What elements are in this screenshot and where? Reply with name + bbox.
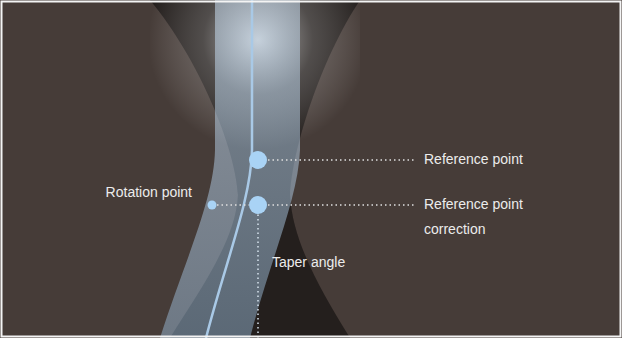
leader-line xyxy=(268,204,416,206)
rotation-dot xyxy=(208,201,217,210)
gap xyxy=(150,0,360,338)
correction-dot xyxy=(249,196,267,214)
leader-line xyxy=(217,204,249,206)
axis-label: Taper angle xyxy=(272,250,392,275)
callout-label: Reference point correction xyxy=(424,192,549,242)
callout-label: Reference point xyxy=(424,147,614,172)
taper-axis xyxy=(257,210,259,338)
callout-label: Rotation point xyxy=(60,180,192,205)
wire-axis xyxy=(206,0,252,338)
reference-dot xyxy=(249,151,267,169)
leader-line xyxy=(268,159,416,161)
wire-band xyxy=(160,0,300,338)
